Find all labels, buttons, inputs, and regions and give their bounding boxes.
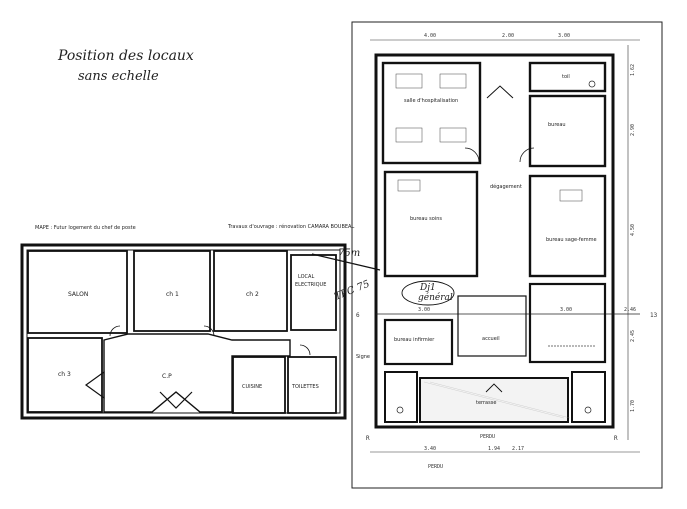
- terrace-hatching: [423, 381, 571, 419]
- room-sage-femme: [528, 174, 607, 278]
- stair-arrow: [486, 85, 514, 99]
- right-clinic-plan: salle d'hospitalisation toil bureau déga…: [351, 21, 663, 489]
- right-caption: Travaux d'ouvrage : rénovation CAMARA BO…: [227, 223, 354, 230]
- room-bureau: [528, 94, 607, 168]
- room-local-electrique: [290, 254, 337, 331]
- dim-right-2: 2.90: [630, 124, 636, 136]
- dim-bottom-1: 3.40: [424, 446, 436, 452]
- room-cuisine: [232, 356, 286, 414]
- room-toilettes-label: TOILETTES: [291, 384, 319, 390]
- room-ch1-label: ch 1: [166, 291, 179, 298]
- distance-label: 75m: [338, 248, 360, 259]
- dj-label: Dj1: [419, 283, 436, 293]
- room-accueil-label: accueil: [482, 336, 500, 342]
- house-inner-outline: [26, 249, 341, 414]
- mark-r-left: R: [366, 435, 370, 442]
- dim-right-1: 1.62: [630, 64, 636, 76]
- bed-icon: [395, 73, 423, 89]
- room-ch3-label: ch 3: [58, 371, 71, 378]
- toilet-icon: [588, 80, 596, 88]
- dim-right-5: 1.70: [630, 400, 636, 412]
- dim-bottom-3: 2.17: [512, 446, 524, 452]
- mark-r-right: R: [614, 435, 618, 442]
- room-bureau-label: bureau: [548, 122, 566, 128]
- general-label: général: [418, 292, 453, 303]
- dim-top-3: 3.00: [558, 33, 570, 39]
- bed-icon: [439, 73, 467, 89]
- mark-perdu-2: PERDU: [428, 464, 443, 470]
- entry-arrow-south: [159, 391, 193, 409]
- mark-perdu-1: PERDU: [480, 434, 495, 440]
- note-line-1: Position des locaux: [57, 48, 194, 64]
- room-accueil: [457, 295, 527, 357]
- dim-top-1: 4.00: [424, 33, 436, 39]
- room-hospitalisation: [381, 61, 482, 165]
- door-swing: [299, 344, 311, 356]
- room-right-office: [528, 282, 607, 364]
- room-cp-label: C.P: [162, 373, 172, 380]
- room-toilettes-clinic: [528, 61, 607, 93]
- room-bottom-left: [384, 371, 418, 423]
- axis-2-label: 2.46: [624, 307, 636, 313]
- room-degagement-label: dégagement: [490, 183, 522, 190]
- room-infirmier-label: bureau infirmier: [394, 337, 435, 343]
- door-swing: [109, 325, 121, 337]
- room-sage-femme-label: bureau sage-femme: [546, 237, 597, 243]
- signe-label: Signe: [356, 354, 370, 360]
- dim-top-2: 2.00: [502, 33, 514, 39]
- room-soins-label: bureau soins: [410, 216, 442, 222]
- bed-icon: [395, 127, 423, 143]
- clinic-outline: [374, 53, 615, 429]
- room-toilettes-clinic-label: toil: [562, 74, 570, 80]
- bed-icon: [559, 189, 583, 202]
- entry-arrow: [485, 383, 503, 393]
- note-line-2: sans echelle: [78, 69, 159, 84]
- dim-right-3: 4.50: [630, 224, 636, 236]
- dj-circle: [401, 280, 455, 306]
- room-bottom-right: [571, 371, 606, 423]
- bed-icon: [397, 179, 421, 192]
- room-local-label: LOCAL: [298, 274, 314, 280]
- room-ch2-label: ch 2: [246, 291, 259, 298]
- toilet-icon: [396, 406, 404, 414]
- room-ch2: [213, 250, 288, 332]
- dim-mid-1: 3.00: [418, 307, 430, 313]
- room-cuisine-label: CUISINE: [242, 384, 262, 390]
- room-toilettes: [287, 356, 337, 414]
- room-soins: [383, 170, 479, 278]
- room-electrique-label: ELECTRIQUE: [295, 282, 326, 288]
- axis-13-label: 13: [650, 312, 658, 319]
- bed-icon: [439, 127, 467, 143]
- clinic-sheet: [351, 21, 663, 489]
- dim-mid-2: 3.00: [560, 307, 572, 313]
- left-caption: MAPE : Futur logement du chef de poste: [35, 225, 136, 231]
- left-house-plan: MAPE : Futur logement du chef de poste T…: [20, 223, 354, 420]
- door-swing: [464, 147, 480, 163]
- room-infirmier: [383, 318, 454, 366]
- room-salon: [27, 250, 128, 334]
- door-swing: [519, 147, 535, 163]
- room-salon-label: SALON: [68, 291, 88, 298]
- toilet-icon: [584, 406, 592, 414]
- room-terrasse-label: terrasse: [476, 400, 496, 406]
- room-ch1: [133, 250, 211, 332]
- door-swing: [203, 325, 215, 337]
- dim-bottom-2: 1.94: [488, 446, 500, 452]
- room-hospitalisation-label: salle d'hospitalisation: [404, 98, 458, 104]
- room-ch3: [27, 337, 103, 413]
- axis-6-label: 6: [356, 312, 360, 319]
- dim-right-4: 2.45: [630, 330, 636, 342]
- entry-arrow-west: [84, 370, 105, 400]
- distance-line: [311, 253, 381, 271]
- house-outline: [20, 243, 347, 420]
- corridor-cp: [103, 333, 291, 413]
